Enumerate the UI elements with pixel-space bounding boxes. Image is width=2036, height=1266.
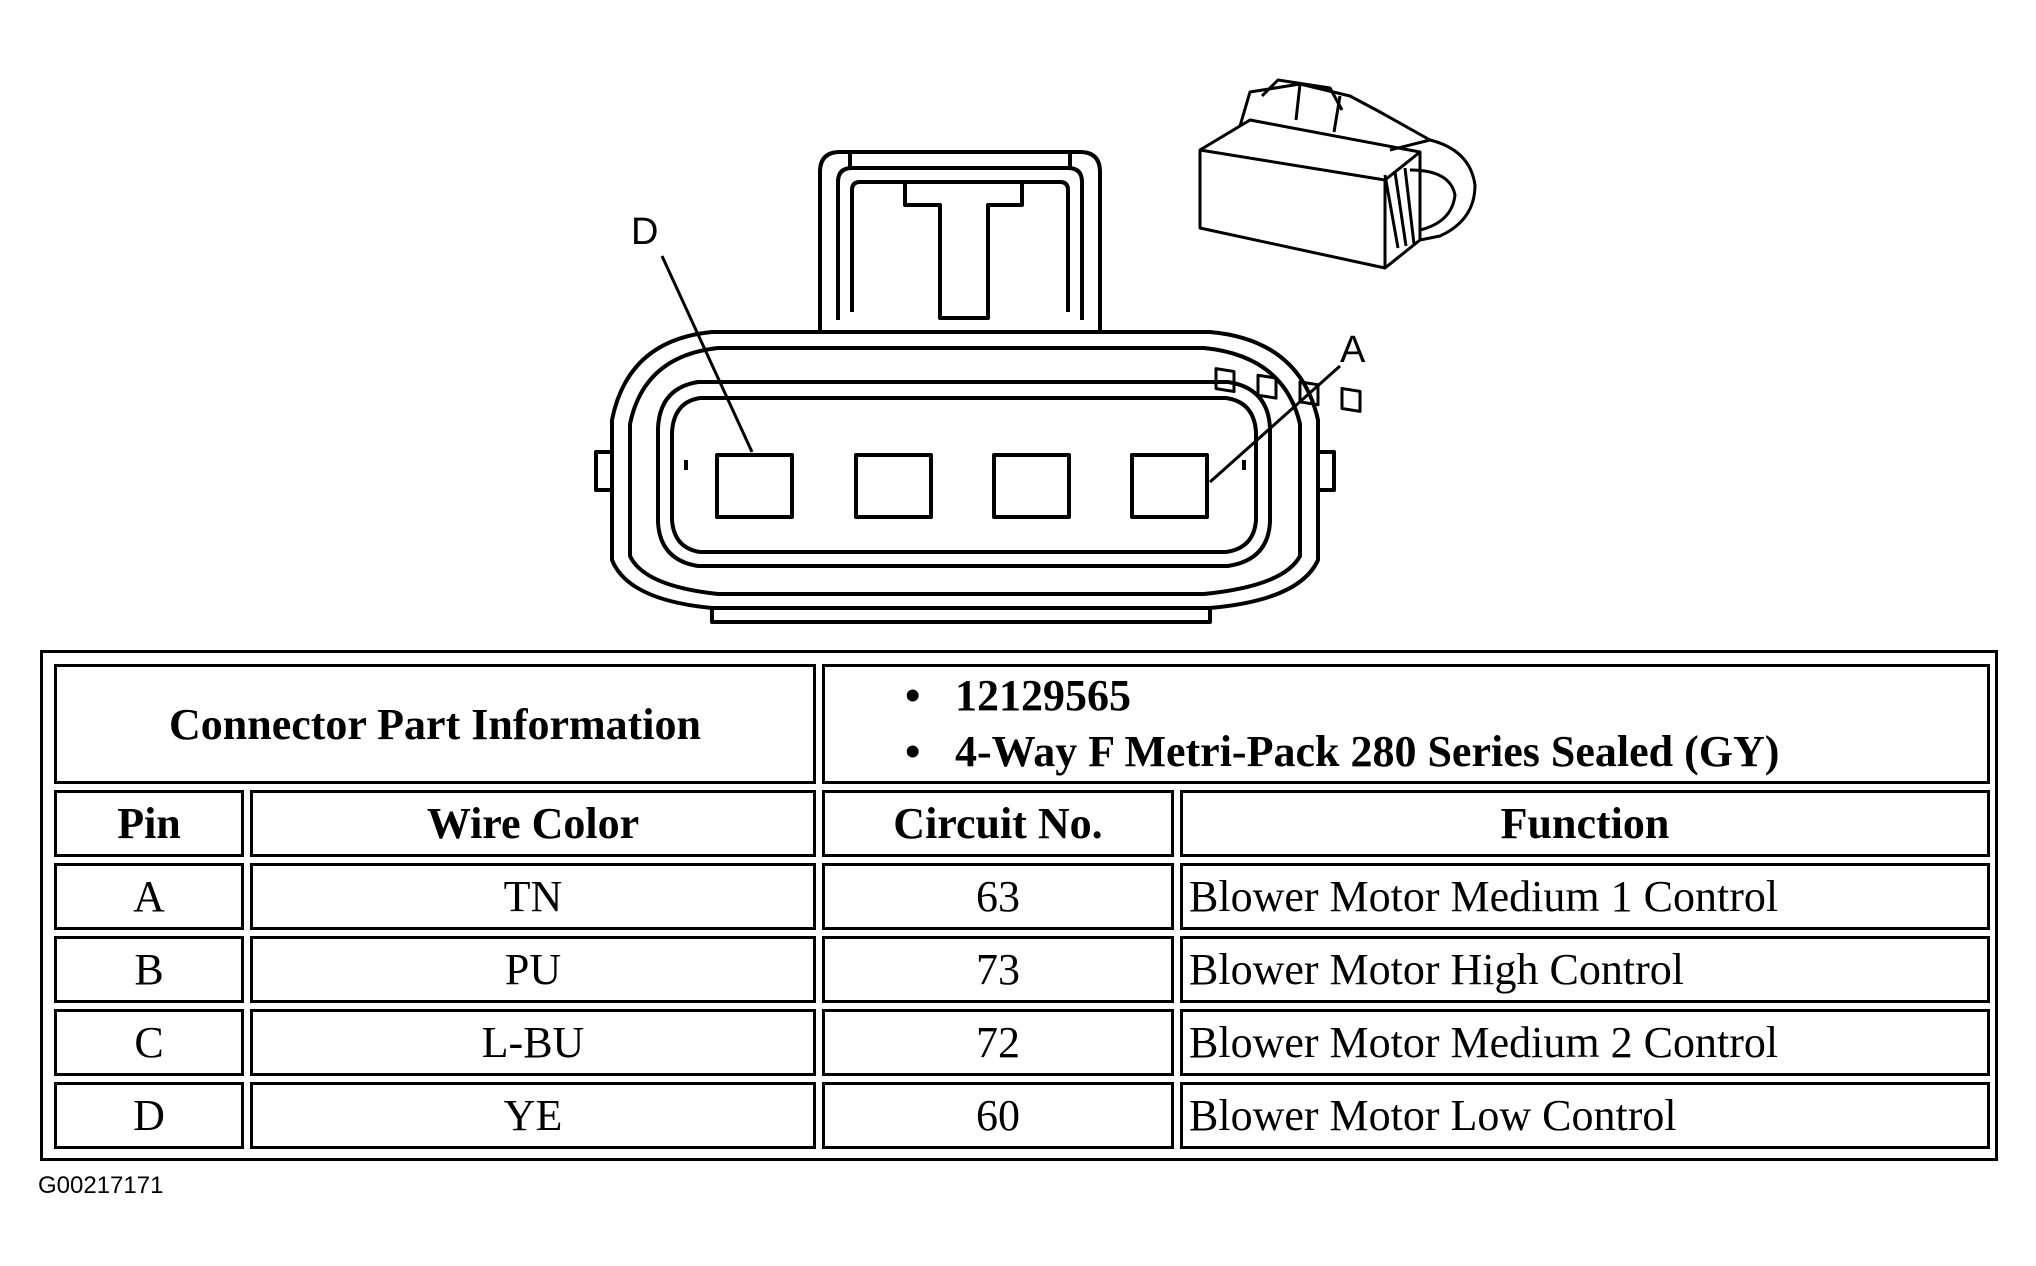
function-cell: Blower Motor High Control bbox=[1180, 936, 1990, 1003]
header-circuit-no: Circuit No. bbox=[822, 790, 1174, 857]
pin-label-a: A bbox=[1340, 329, 1366, 371]
pin-d-leader bbox=[660, 255, 754, 453]
wire-color-cell: YE bbox=[250, 1082, 816, 1149]
pin-cavity-d bbox=[715, 453, 794, 519]
part-info-label: Connector Part Information bbox=[54, 664, 816, 784]
circuit-no-cell: 73 bbox=[822, 936, 1174, 1003]
table-row: D YE 60 Blower Motor Low Control bbox=[54, 1082, 1990, 1149]
pin-cell: D bbox=[54, 1082, 244, 1149]
header-pin: Pin bbox=[54, 790, 244, 857]
circuit-no-cell: 63 bbox=[822, 863, 1174, 930]
connector-table: Connector Part Information 12129565 4-Wa… bbox=[48, 658, 1996, 1155]
table-row: C L-BU 72 Blower Motor Medium 2 Control bbox=[54, 1009, 1990, 1076]
part-info-row: Connector Part Information 12129565 4-Wa… bbox=[54, 664, 1990, 784]
function-cell: Blower Motor Medium 2 Control bbox=[1180, 1009, 1990, 1076]
part-info-list: 12129565 4-Way F Metri-Pack 280 Series S… bbox=[905, 668, 1987, 780]
connector-diagram: D A bbox=[594, 78, 1477, 624]
header-wire-color: Wire Color bbox=[250, 790, 816, 857]
part-info-list-cell: 12129565 4-Way F Metri-Pack 280 Series S… bbox=[822, 664, 1990, 784]
wire-color-cell: PU bbox=[250, 936, 816, 1003]
pin-label-d: D bbox=[631, 211, 658, 253]
figure-id: G00217171 bbox=[38, 1172, 164, 1199]
pin-cavity-c bbox=[854, 453, 933, 519]
function-cell: Blower Motor Medium 1 Control bbox=[1180, 863, 1990, 930]
table-header-row: Pin Wire Color Circuit No. Function bbox=[54, 790, 1990, 857]
table-row: B PU 73 Blower Motor High Control bbox=[54, 936, 1990, 1003]
circuit-no-cell: 72 bbox=[822, 1009, 1174, 1076]
pin-cell: A bbox=[54, 863, 244, 930]
header-function: Function bbox=[1180, 790, 1990, 857]
table-row: A TN 63 Blower Motor Medium 1 Control bbox=[54, 863, 1990, 930]
table-outer-frame bbox=[40, 650, 1998, 1161]
connector-isometric-illustration bbox=[1198, 78, 1477, 413]
pin-cavity-a bbox=[1130, 453, 1209, 519]
wire-color-cell: TN bbox=[250, 863, 816, 930]
pin-cell: B bbox=[54, 936, 244, 1003]
connector-latch bbox=[818, 150, 1102, 330]
pin-cell: C bbox=[54, 1009, 244, 1076]
wire-color-cell: L-BU bbox=[250, 1009, 816, 1076]
connector-description: 4-Way F Metri-Pack 280 Series Sealed (GY… bbox=[905, 724, 1987, 780]
connector-body bbox=[594, 330, 1336, 624]
pin-cavity-b bbox=[992, 453, 1071, 519]
function-cell: Blower Motor Low Control bbox=[1180, 1082, 1990, 1149]
part-number: 12129565 bbox=[905, 668, 1987, 724]
circuit-no-cell: 60 bbox=[822, 1082, 1174, 1149]
